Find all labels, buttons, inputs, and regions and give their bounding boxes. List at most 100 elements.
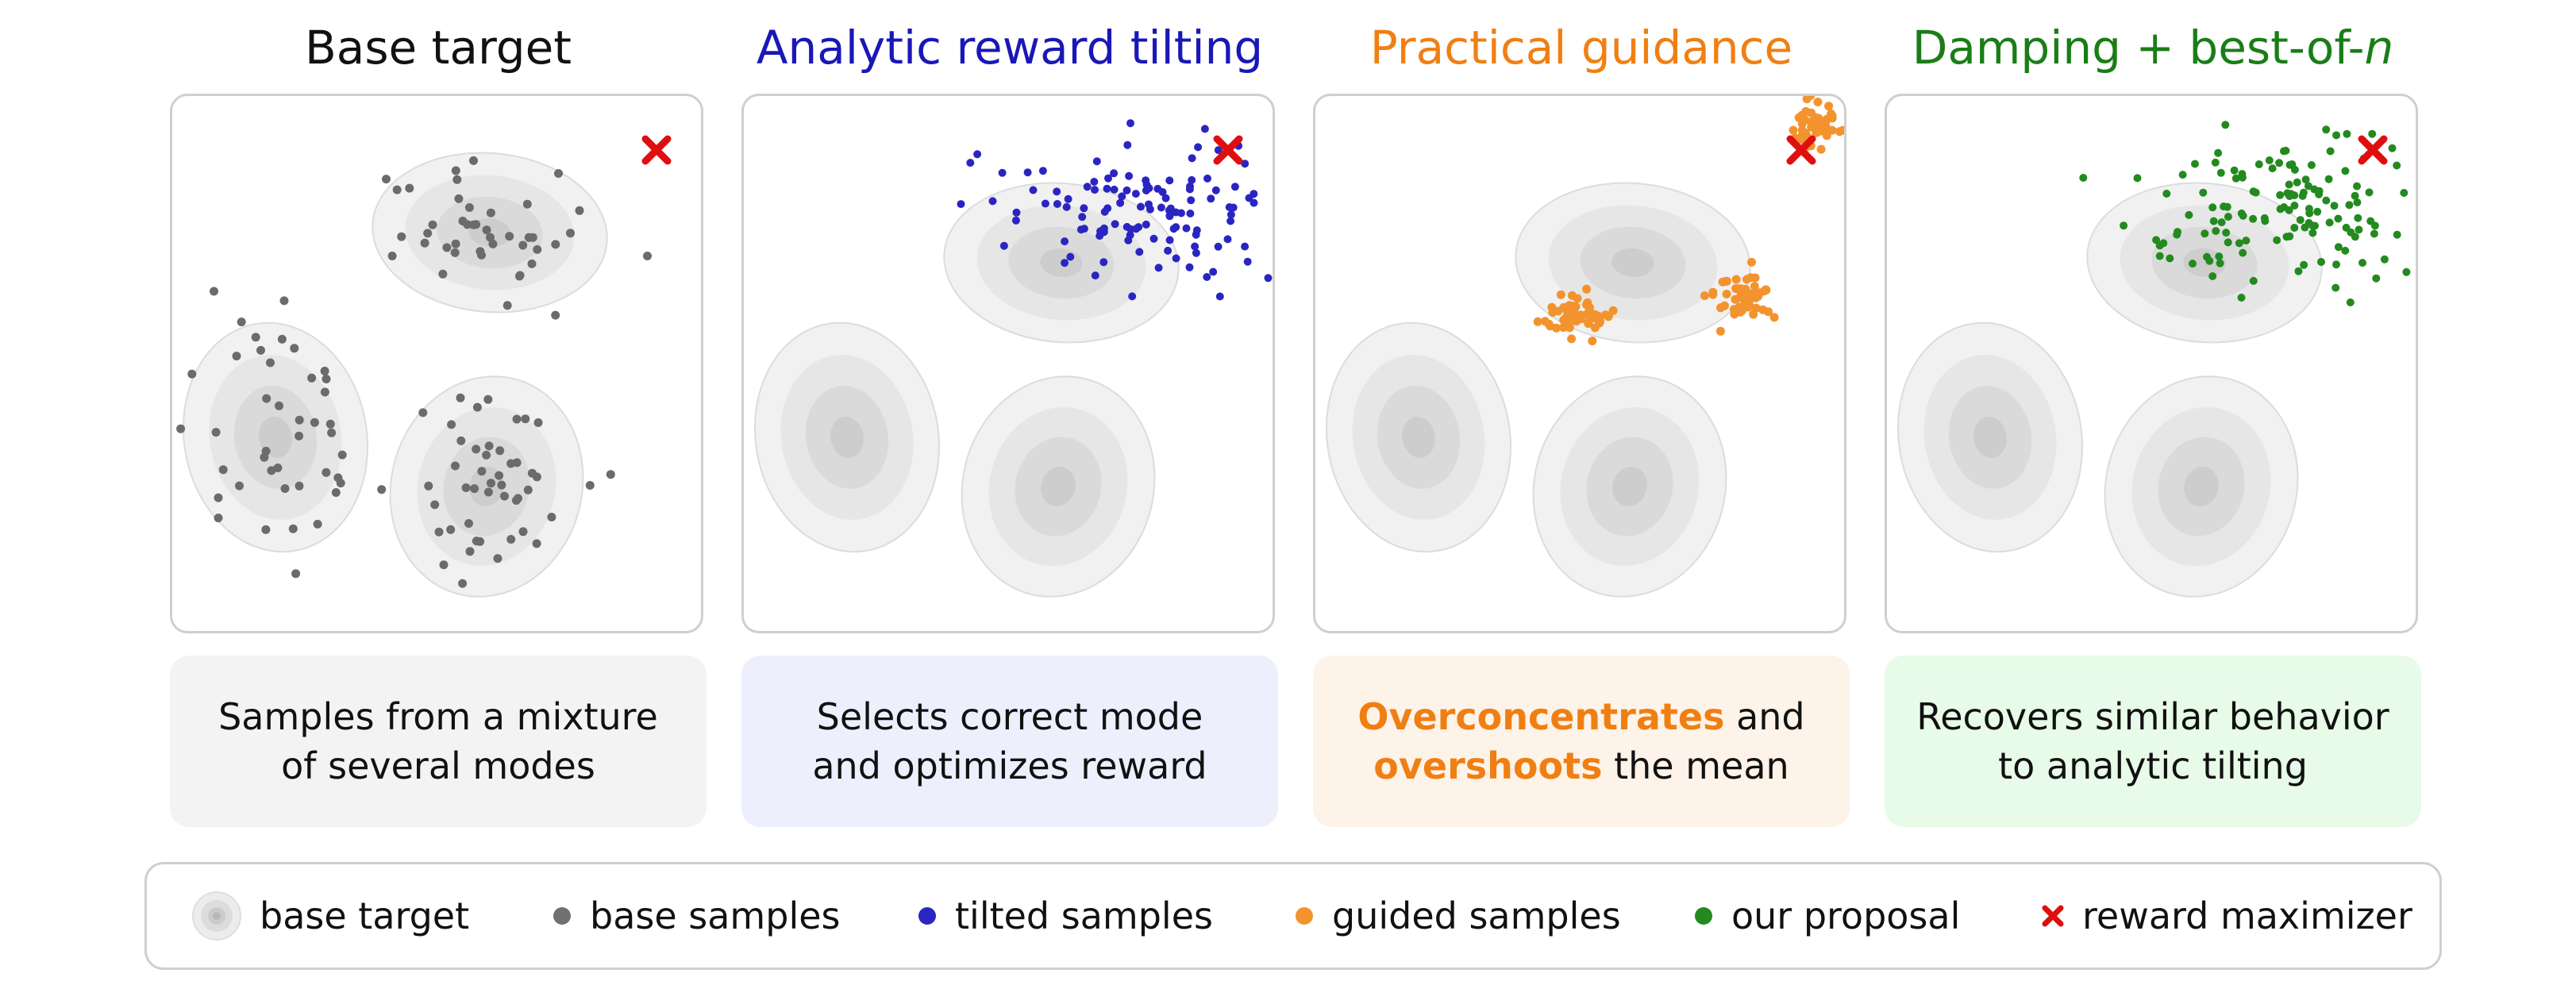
legend-label-guided-samples: guided samples [1332, 895, 1621, 937]
tilting-panel-mode-1 [961, 375, 1156, 598]
guided-samples-point [1807, 108, 1816, 117]
our-proposal-samples-point [2209, 217, 2218, 225]
column-title-tilting: Analytic reward tilting [756, 21, 1264, 75]
tilted-samples-point [1091, 186, 1099, 194]
our-proposal-samples-point [2416, 215, 2418, 223]
base-samples-point [211, 428, 221, 437]
tilted-samples-point [1126, 119, 1134, 128]
our-proposal-samples-point [2155, 241, 2164, 250]
legend-item-our-proposal: our proposal [1693, 864, 1960, 968]
tilted-samples-point [966, 159, 975, 167]
caption-guidance-line-1: Overconcentrates and [1357, 692, 1804, 741]
our-proposal-samples-point [2332, 131, 2341, 140]
guided-samples-point [1735, 307, 1745, 317]
base-samples-point [235, 481, 244, 491]
our-proposal-samples-point [2301, 175, 2310, 184]
caption-guidance-text-2: the mean [1602, 744, 1789, 787]
base-samples-point [392, 185, 402, 194]
tilted-samples-point [1225, 203, 1234, 211]
guided-samples-point [1743, 302, 1753, 312]
our-proposal-samples-point [2313, 207, 2322, 216]
base-samples-point [472, 537, 481, 546]
caption-tilting-line-2: and optimizes reward [812, 744, 1207, 787]
caption-damping-line-1: Recovers similar behavior [1916, 695, 2389, 738]
base-samples-point [458, 579, 468, 588]
our-proposal-samples-point [2290, 224, 2299, 232]
our-proposal-samples-point [2317, 258, 2325, 266]
base-samples-point [275, 401, 283, 410]
our-proposal-samples-point [2199, 188, 2208, 197]
base-samples-point [464, 519, 473, 528]
our-proposal-samples-point [2353, 182, 2361, 190]
base-panel-mode-2 [389, 375, 584, 598]
our-proposal-samples-point [2166, 254, 2174, 263]
tilted-samples-point [1158, 188, 1167, 196]
our-proposal-samples-point [2201, 229, 2209, 238]
tilted-samples-point [1080, 204, 1088, 213]
tilted-samples-point [1164, 246, 1172, 255]
tilted-samples-point [1029, 186, 1038, 194]
guided-samples-point [1806, 96, 1816, 100]
caption-base: Samples from a mixture of several modes [170, 656, 707, 827]
guided-samples-point [1814, 113, 1823, 123]
base-samples-point [495, 471, 504, 480]
guided-samples-point [1722, 276, 1731, 286]
base-samples-point [214, 514, 223, 523]
x-mark-icon [2042, 905, 2064, 927]
tilted-samples-point [1041, 199, 1049, 208]
reward-maximizer-marker [1786, 135, 1816, 165]
caption-tilting-line-1: Selects correct mode [816, 695, 1203, 738]
tilted-samples-point [1177, 209, 1185, 217]
our-proposal-samples-point [2331, 283, 2340, 292]
tilted-samples-point [1169, 225, 1178, 233]
base-samples-point [382, 175, 391, 184]
our-proposal-samples-point [2215, 252, 2224, 261]
tilted-samples-point [1207, 194, 1215, 203]
our-proposal-samples-point [2214, 148, 2223, 157]
base-samples-point [451, 239, 460, 248]
base-samples-point [464, 203, 474, 212]
base-samples-point [325, 419, 335, 429]
tilted-samples-point [1053, 200, 1061, 208]
guided-samples-point [1567, 301, 1577, 310]
reward-maximizer-marker [2358, 135, 2388, 165]
base-samples-point [566, 229, 575, 238]
guided-samples-point [1761, 285, 1770, 294]
guided-samples-point [1700, 291, 1709, 301]
our-proposal-samples-point [2208, 203, 2217, 212]
base-samples-point [420, 238, 429, 248]
base-samples-point [482, 225, 491, 235]
legend-item-guided-samples: guided samples [1294, 864, 1621, 968]
base-samples-point [320, 367, 329, 375]
tilted-samples-point [1215, 292, 1224, 301]
our-proposal-samples-point [2293, 178, 2301, 187]
legend-label-reward-maximizer: reward maximizer [2082, 895, 2412, 937]
base-samples-point [424, 481, 433, 491]
base-samples-point [472, 402, 482, 412]
our-proposal-samples-point [2254, 160, 2263, 168]
tilted-samples-point [1214, 146, 1223, 155]
tilted-samples-point [1243, 257, 1252, 266]
guided-samples-point [1742, 275, 1751, 284]
base-samples-point [533, 244, 542, 254]
base-samples-point [551, 310, 560, 320]
tilted-samples-point [973, 150, 982, 159]
our-proposal-samples-point [2220, 202, 2228, 211]
guided-samples-point [1797, 131, 1807, 140]
tilted-samples-point [957, 200, 965, 209]
tilted-samples-point [1172, 254, 1180, 263]
base-samples-point [500, 491, 509, 501]
guided-samples-point [1749, 310, 1758, 319]
our-proposal-samples-point [2341, 167, 2350, 175]
guided-samples-point [1558, 323, 1568, 333]
base-samples-point [477, 467, 487, 476]
tilted-samples-point [1226, 210, 1235, 219]
base-samples-point [434, 527, 444, 537]
guided-samples-point [1733, 284, 1742, 294]
base-samples [176, 156, 652, 588]
base-samples-point [506, 459, 516, 468]
tilted-samples-point [1110, 185, 1119, 194]
tilted-samples-point [1103, 184, 1111, 193]
damping-panel-mode-1 [2104, 375, 2299, 598]
tilted-samples-point [1149, 234, 1158, 243]
